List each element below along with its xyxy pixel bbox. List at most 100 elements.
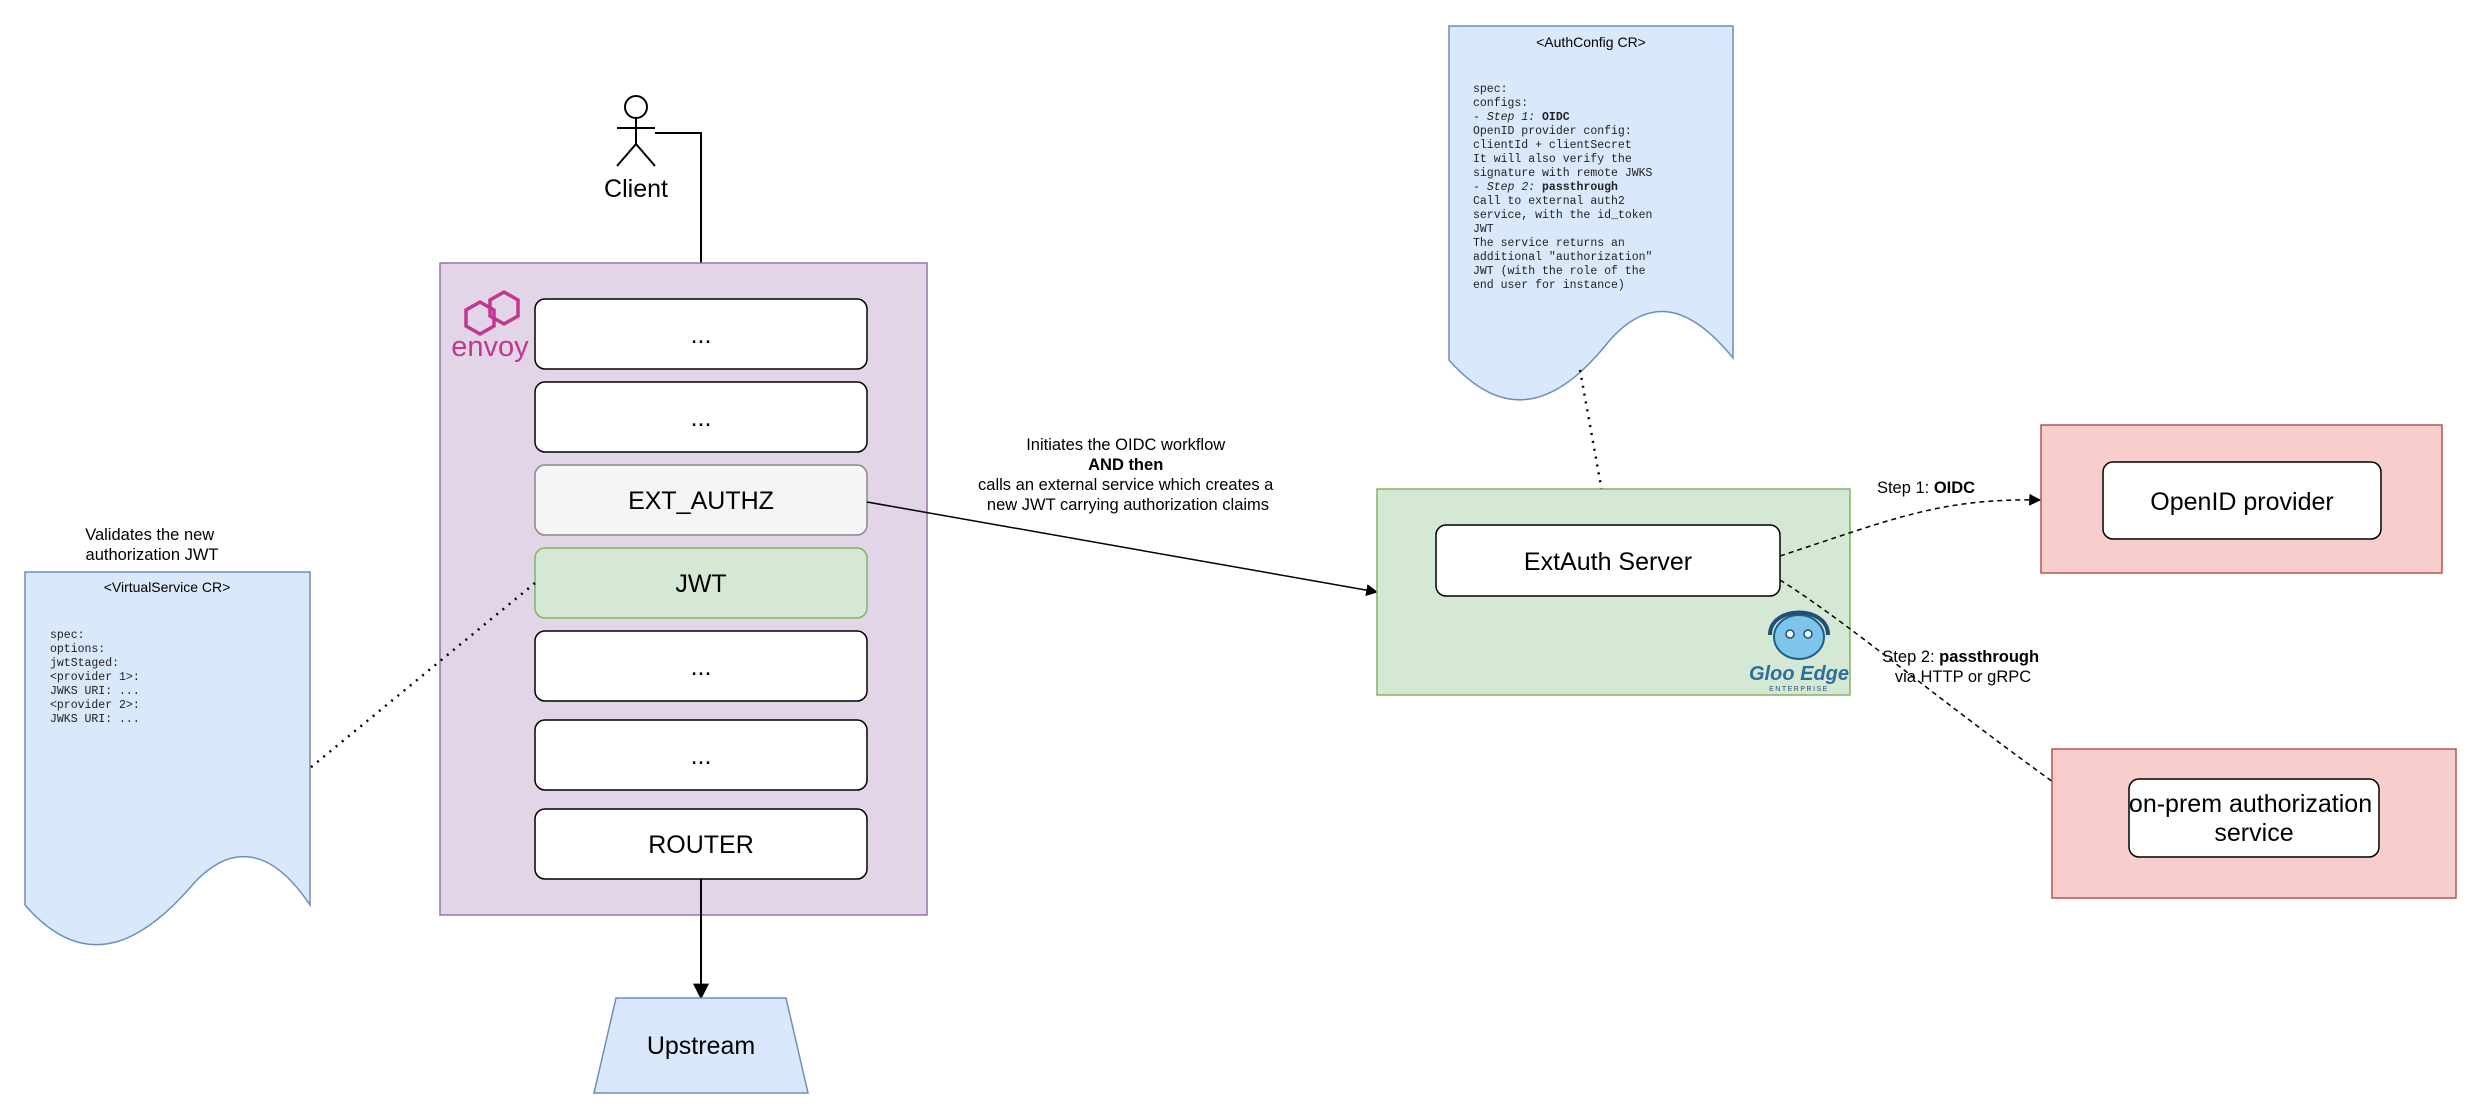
filter-label: ...: [691, 321, 712, 349]
code-segment: [1535, 111, 1542, 124]
code-segment: end user for instance): [1473, 279, 1625, 292]
code-line: <provider 1>:: [50, 671, 140, 684]
upstream-shape: [593, 997, 809, 1094]
onprem-box: [2128, 778, 2380, 858]
filter-box: [534, 381, 868, 453]
filter-jwt[interactable]: JWT: [534, 547, 868, 619]
filter-item[interactable]: ...: [534, 719, 868, 791]
code-segment: configs:: [1473, 97, 1528, 110]
step1-label: Step 1: OIDC: [1877, 479, 1975, 497]
filter-item[interactable]: ...: [534, 381, 868, 453]
code-segment: JWKS URI: ...: [50, 685, 140, 698]
openid-provider-box: [2102, 461, 2382, 540]
filter-ext-authz[interactable]: EXT_AUTHZ: [534, 464, 868, 536]
virtualservice-caption-line: authorization JWT: [86, 546, 219, 564]
filter-label: ...: [691, 653, 712, 681]
extauth-server-label: ExtAuth Server: [1524, 548, 1692, 576]
code-segment: OpenID provider config:: [1473, 125, 1632, 138]
code-segment: service, with the id_token: [1473, 209, 1652, 222]
code-segment: -: [1473, 181, 1487, 194]
code-line: clientId + clientSecret: [1473, 139, 1632, 152]
gloo-edge-logo: Gloo Edge ENTERPRISE: [1749, 610, 1849, 693]
code-line: spec:: [50, 629, 85, 642]
code-line: JWKS URI: ...: [50, 685, 140, 698]
code-line: jwtStaged:: [50, 657, 119, 670]
upstream-label: Upstream: [647, 1032, 755, 1060]
filter-label: ...: [691, 404, 712, 432]
filter-item[interactable]: ...: [534, 630, 868, 702]
jwt-to-virtualservice-link: [309, 582, 536, 769]
onprem-label-line: service: [2214, 819, 2293, 847]
oidc-workflow-line: new JWT carrying authorization claims: [987, 496, 1269, 514]
filter-label: EXT_AUTHZ: [628, 487, 774, 515]
code-segment: jwtStaged:: [50, 657, 119, 670]
step2-label: Step 2: passthrough via HTTP or gRPC: [1882, 648, 2043, 686]
code-line: - Step 1: OIDC: [1473, 111, 1570, 124]
client-actor[interactable]: Client: [604, 95, 668, 203]
step1-label-bold: OIDC: [1934, 479, 1975, 497]
filter-label: JWT: [675, 570, 726, 598]
virtualservice-title: <VirtualService CR>: [104, 579, 231, 595]
code-line: - Step 2: passthrough: [1473, 181, 1618, 194]
code-line: It will also verify the: [1473, 153, 1632, 166]
oidc-workflow-line: AND then: [1088, 456, 1163, 474]
authconfig-document[interactable]: [1448, 25, 1734, 401]
filter-box: [534, 719, 868, 791]
upstream-node[interactable]: Upstream: [593, 997, 809, 1094]
oidc-workflow-label: Initiates the OIDC workflow AND then cal…: [978, 436, 1278, 514]
code-segment: passthrough: [1542, 181, 1618, 194]
client-label: Client: [604, 175, 668, 203]
gloo-logo-eye: [1803, 629, 1813, 639]
code-line: JWT (with the role of the: [1473, 265, 1646, 278]
code-line: service, with the id_token: [1473, 209, 1652, 222]
openid-provider[interactable]: OpenID provider: [2102, 461, 2382, 540]
gloo-logo-subtext: ENTERPRISE: [1769, 686, 1829, 693]
code-segment: JWKS URI: ...: [50, 713, 140, 726]
gloo-logo-headphones: [1768, 610, 1830, 636]
virtualservice-document[interactable]: [24, 571, 311, 946]
openid-provider-label: OpenID provider: [2150, 488, 2333, 516]
authconfig-code: spec: configs: - Step 1: OIDC OpenID pro…: [1473, 83, 1653, 292]
client-actor-head: [624, 95, 648, 119]
filter-label: ...: [691, 742, 712, 770]
code-segment: It will also verify the: [1473, 153, 1632, 166]
code-line: <provider 2>:: [50, 699, 140, 712]
envoy-logo-text: envoy: [451, 331, 529, 363]
onprem-authorization-service[interactable]: on-prem authorization service: [2128, 778, 2380, 858]
code-line: signature with remote JWKS: [1473, 167, 1653, 180]
code-segment: Call to external auth2: [1473, 195, 1625, 208]
step2-label-bold: passthrough: [1939, 648, 2039, 666]
code-line: JWKS URI: ...: [50, 713, 140, 726]
extauthz-to-extauth-arrow: [866, 501, 1379, 597]
oidc-workflow-line: calls an external service which creates …: [978, 476, 1274, 494]
code-line: JWT: [1473, 223, 1494, 236]
envoy-logo-hex-front: [464, 299, 496, 337]
envoy-logo-hex-back: [488, 289, 520, 327]
code-line: additional "authorization": [1473, 251, 1652, 264]
code-line: configs:: [1473, 97, 1528, 110]
step1-label-prefix: Step 1:: [1877, 479, 1934, 497]
extauth-server[interactable]: ExtAuth Server: [1435, 524, 1781, 597]
step2-label-prefix: Step 2:: [1882, 648, 1939, 666]
code-segment: The service returns an: [1473, 237, 1625, 250]
filter-item[interactable]: ...: [534, 298, 868, 370]
step2-label-line2: via HTTP or gRPC: [1895, 668, 2031, 686]
gloo-logo-text: Gloo Edge: [1749, 663, 1849, 685]
extauth-server-box: [1435, 524, 1781, 597]
code-segment: JWT (with the role of the: [1473, 265, 1646, 278]
onprem-label-line: on-prem authorization: [2129, 790, 2372, 818]
code-segment: JWT: [1473, 223, 1494, 236]
virtualservice-caption: Validates the new authorization JWT: [85, 526, 219, 564]
code-segment: signature with remote JWKS: [1473, 167, 1653, 180]
oidc-workflow-line: Initiates the OIDC workflow: [1026, 436, 1225, 454]
code-line: Call to external auth2: [1473, 195, 1625, 208]
code-line: options:: [50, 643, 105, 656]
filter-box: [534, 464, 868, 536]
code-segment: options:: [50, 643, 105, 656]
authconfig-title: <AuthConfig CR>: [1536, 34, 1646, 50]
code-segment: spec:: [50, 629, 85, 642]
code-line: OpenID provider config:: [1473, 125, 1632, 138]
code-segment: additional "authorization": [1473, 251, 1652, 264]
filter-router[interactable]: ROUTER: [534, 808, 868, 880]
code-segment: -: [1473, 111, 1487, 124]
